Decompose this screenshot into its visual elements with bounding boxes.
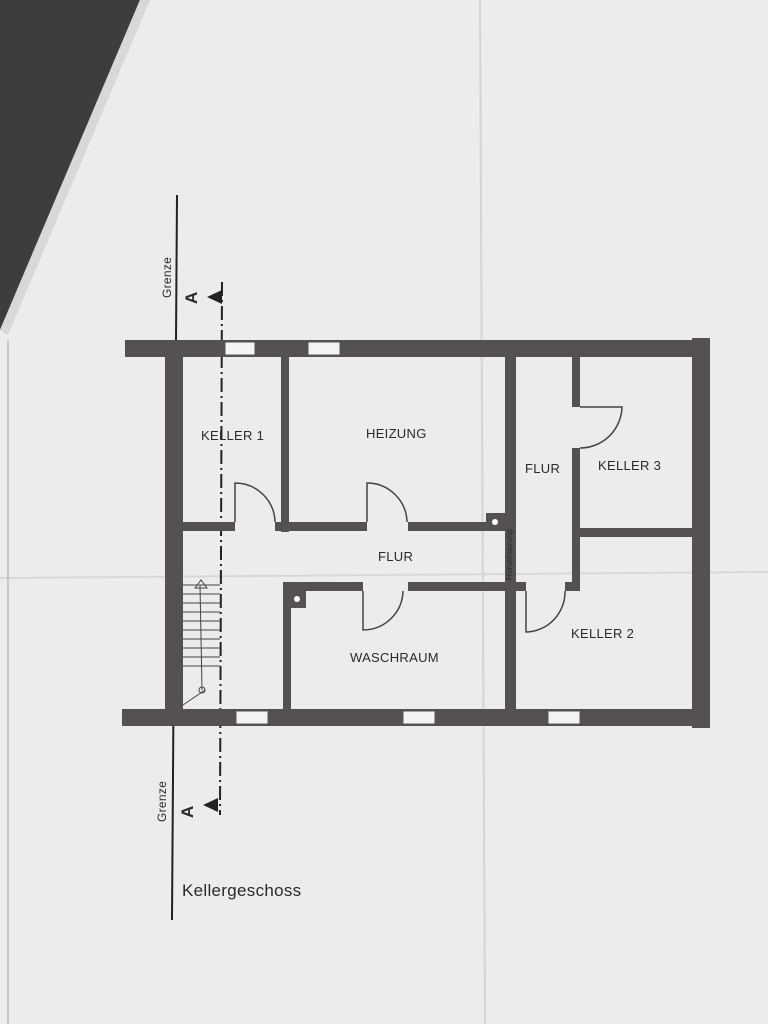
section-label-bottom: A <box>178 805 197 818</box>
room-label-keller2: KELLER 2 <box>571 626 635 641</box>
section-label-top: A <box>182 291 201 304</box>
grenze-label-bottom: Grenze <box>155 780 169 822</box>
grenze-label-top: Grenze <box>160 256 174 298</box>
room-label-waschraum: WASCHRAUM <box>350 650 439 665</box>
section-arrow-bottom <box>203 798 218 812</box>
room-label-flur: FLUR <box>378 549 414 564</box>
windows <box>224 341 581 725</box>
room-label-keller1: KELLER 1 <box>201 428 265 443</box>
room-label-keller3: KELLER 3 <box>598 458 662 473</box>
section-line <box>219 281 223 816</box>
section-arrow-top <box>207 290 222 304</box>
stairs <box>182 584 220 706</box>
plan-title: Kellergeschoss <box>182 881 302 900</box>
door-swings <box>234 406 623 633</box>
room-label-heizung: HEIZUNG <box>366 426 427 441</box>
hoehensprung-label: Höhensprung <box>505 528 514 580</box>
room-label-flur-right: FLUR <box>525 461 561 476</box>
walls <box>122 338 710 728</box>
